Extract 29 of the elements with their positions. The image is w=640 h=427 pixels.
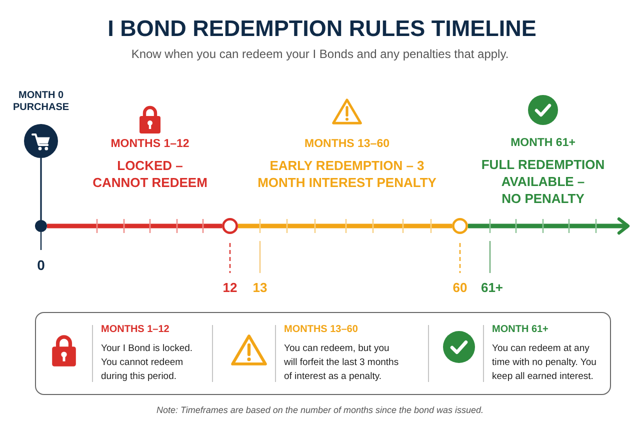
card-heading: MONTH 61+ <box>492 323 550 336</box>
subtitle: Know when you can redeem your I Bonds and any penalties that apply. <box>130 47 510 62</box>
milestone-ring <box>222 218 238 234</box>
month-number: 0 <box>36 256 46 274</box>
timeline-dot <box>35 220 47 232</box>
timeline-segment <box>47 224 222 228</box>
card-description: You can redeem at any time with no penalty. You keep all earned interest. <box>492 342 598 384</box>
card-description: Your I Bond is locked. You cannot redeem during this period. <box>101 342 194 384</box>
card-heading: MONTHS 1–12 <box>101 323 170 336</box>
month-number: 13 <box>252 280 268 296</box>
status-text: EARLY REDEMPTION – 3 MONTH INTEREST PENALTY <box>257 157 437 191</box>
month-number: 61+ <box>480 280 504 296</box>
timeline-arrow <box>468 217 630 235</box>
card-heading: MONTHS 13–60 <box>284 323 359 336</box>
status-text: FULL REDEMPTION AVAILABLE – NO PENALTY <box>480 156 606 207</box>
status-text: LOCKED – CANNOT REDEEM <box>92 157 208 191</box>
connector-line <box>40 158 42 220</box>
timeline-segment <box>238 224 452 228</box>
month-number: 60 <box>452 280 468 296</box>
footnote: Note: Timeframes are based on the number of months since the bond was issued. <box>156 405 484 416</box>
milestone-label: MONTH 0 PURCHASE <box>12 90 70 114</box>
summary-panel <box>35 312 611 395</box>
title: I BOND REDEMPTION RULES TIMELINE <box>107 15 537 43</box>
card-description: You can redeem, but you will forfeit the last 3 months of interest as a penalty. <box>284 342 400 384</box>
period-heading: MONTHS 13–60 <box>304 137 390 151</box>
period-heading: MONTHS 1–12 <box>110 137 190 151</box>
milestone-ring <box>452 218 468 234</box>
period-heading: MONTH 61+ <box>510 136 576 150</box>
month-number: 12 <box>222 280 238 296</box>
